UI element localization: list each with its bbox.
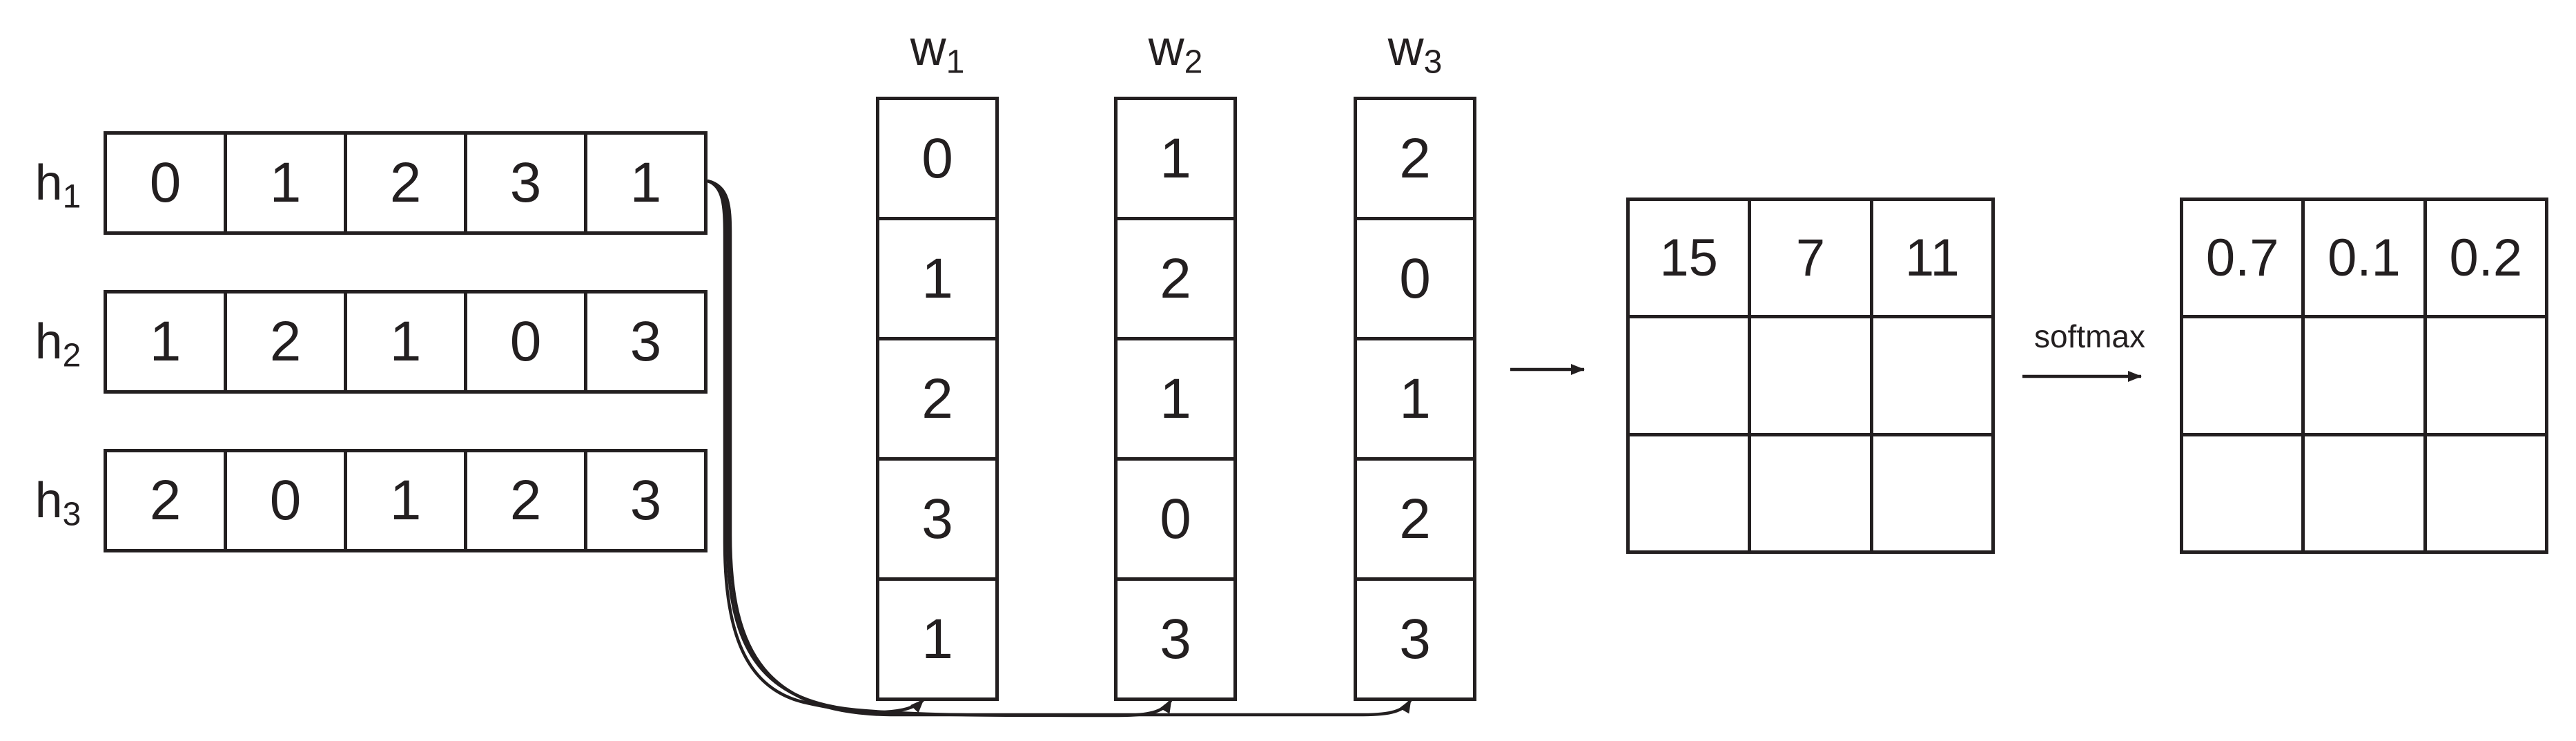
h1-cell: 1 [227, 135, 344, 231]
h3-vector: 2 0 1 2 3 [104, 449, 708, 552]
score-cell [1630, 436, 1748, 550]
score-cell [1751, 318, 1870, 433]
w3-cell: 0 [1357, 220, 1473, 337]
w2-label: w2 [1114, 23, 1237, 79]
w3-cell: 1 [1357, 340, 1473, 457]
w3-cell: 3 [1357, 581, 1473, 697]
attention-cell [2426, 318, 2545, 433]
w3-cell: 2 [1357, 461, 1473, 577]
h3-cell: 1 [347, 452, 464, 549]
w3-cell: 2 [1357, 100, 1473, 217]
h2-label-base: h [35, 314, 63, 369]
h1-cell: 2 [347, 135, 464, 231]
h1-cell: 3 [467, 135, 584, 231]
h2-vector: 1 2 1 0 3 [104, 290, 708, 394]
h1-vector: 0 1 2 3 1 [104, 131, 708, 235]
attention-cell [2183, 318, 2302, 433]
h2-cell: 1 [347, 293, 464, 390]
score-cell [1873, 318, 1991, 433]
attention-cell [2305, 436, 2423, 550]
connector-h1-to-w3 [707, 179, 1412, 717]
w3-label-subscript: 3 [1423, 44, 1443, 81]
attention-cell: 0.7 [2183, 201, 2302, 316]
w1-label: w1 [876, 23, 999, 79]
h2-cell: 2 [227, 293, 344, 390]
w2-cell: 1 [1118, 100, 1233, 217]
w1-vector: 0 1 2 3 1 [876, 97, 999, 701]
h2-cell: 0 [467, 293, 584, 390]
score-cell [1630, 318, 1748, 433]
h2-cell: 3 [587, 293, 704, 390]
w3-vector: 2 0 1 2 3 [1354, 97, 1476, 701]
w2-cell: 3 [1118, 581, 1233, 697]
w2-vector: 1 2 1 0 3 [1114, 97, 1237, 701]
w1-cell: 1 [879, 220, 995, 337]
w1-label-base: w [910, 21, 946, 76]
attention-cell [2183, 436, 2302, 550]
score-cell: 11 [1873, 201, 1991, 316]
h2-label-subscript: 2 [62, 337, 81, 374]
w3-label-base: w [1387, 21, 1424, 76]
w1-cell: 3 [879, 461, 995, 577]
score-cell [1873, 436, 1991, 550]
h3-cell: 3 [587, 452, 704, 549]
w1-cell: 1 [879, 581, 995, 697]
h3-label: h3 [23, 476, 92, 532]
w1-label-subscript: 1 [946, 44, 965, 81]
attention-cell: 0.2 [2426, 201, 2545, 316]
w2-cell: 1 [1118, 340, 1233, 457]
h3-label-base: h [35, 473, 63, 528]
h2-label: h2 [23, 317, 92, 373]
w2-label-subscript: 2 [1184, 44, 1203, 81]
h3-label-subscript: 3 [62, 496, 81, 533]
h1-label-subscript: 1 [62, 178, 81, 215]
attention-cell: 0.1 [2305, 201, 2423, 316]
w1-cell: 2 [879, 340, 995, 457]
h3-cell: 2 [467, 452, 584, 549]
score-cell: 15 [1630, 201, 1748, 316]
w2-cell: 2 [1118, 220, 1233, 337]
h3-cell: 0 [227, 452, 344, 549]
h1-cell: 0 [107, 135, 224, 231]
w2-cell: 0 [1118, 461, 1233, 577]
w1-cell: 0 [879, 100, 995, 217]
h2-cell: 1 [107, 293, 224, 390]
attention-matrix: 0.7 0.1 0.2 [2180, 198, 2548, 554]
h1-label: h1 [23, 158, 92, 214]
h1-label-base: h [35, 155, 63, 211]
h1-cell: 1 [587, 135, 704, 231]
w2-label-base: w [1148, 21, 1184, 76]
h3-cell: 2 [107, 452, 224, 549]
softmax-label: softmax [2033, 318, 2146, 354]
w3-label: w3 [1354, 23, 1476, 79]
attention-cell [2426, 436, 2545, 550]
score-cell [1751, 436, 1870, 550]
score-cell: 7 [1751, 201, 1870, 316]
attention-cell [2305, 318, 2423, 433]
score-matrix: 15 7 11 [1626, 198, 1995, 554]
